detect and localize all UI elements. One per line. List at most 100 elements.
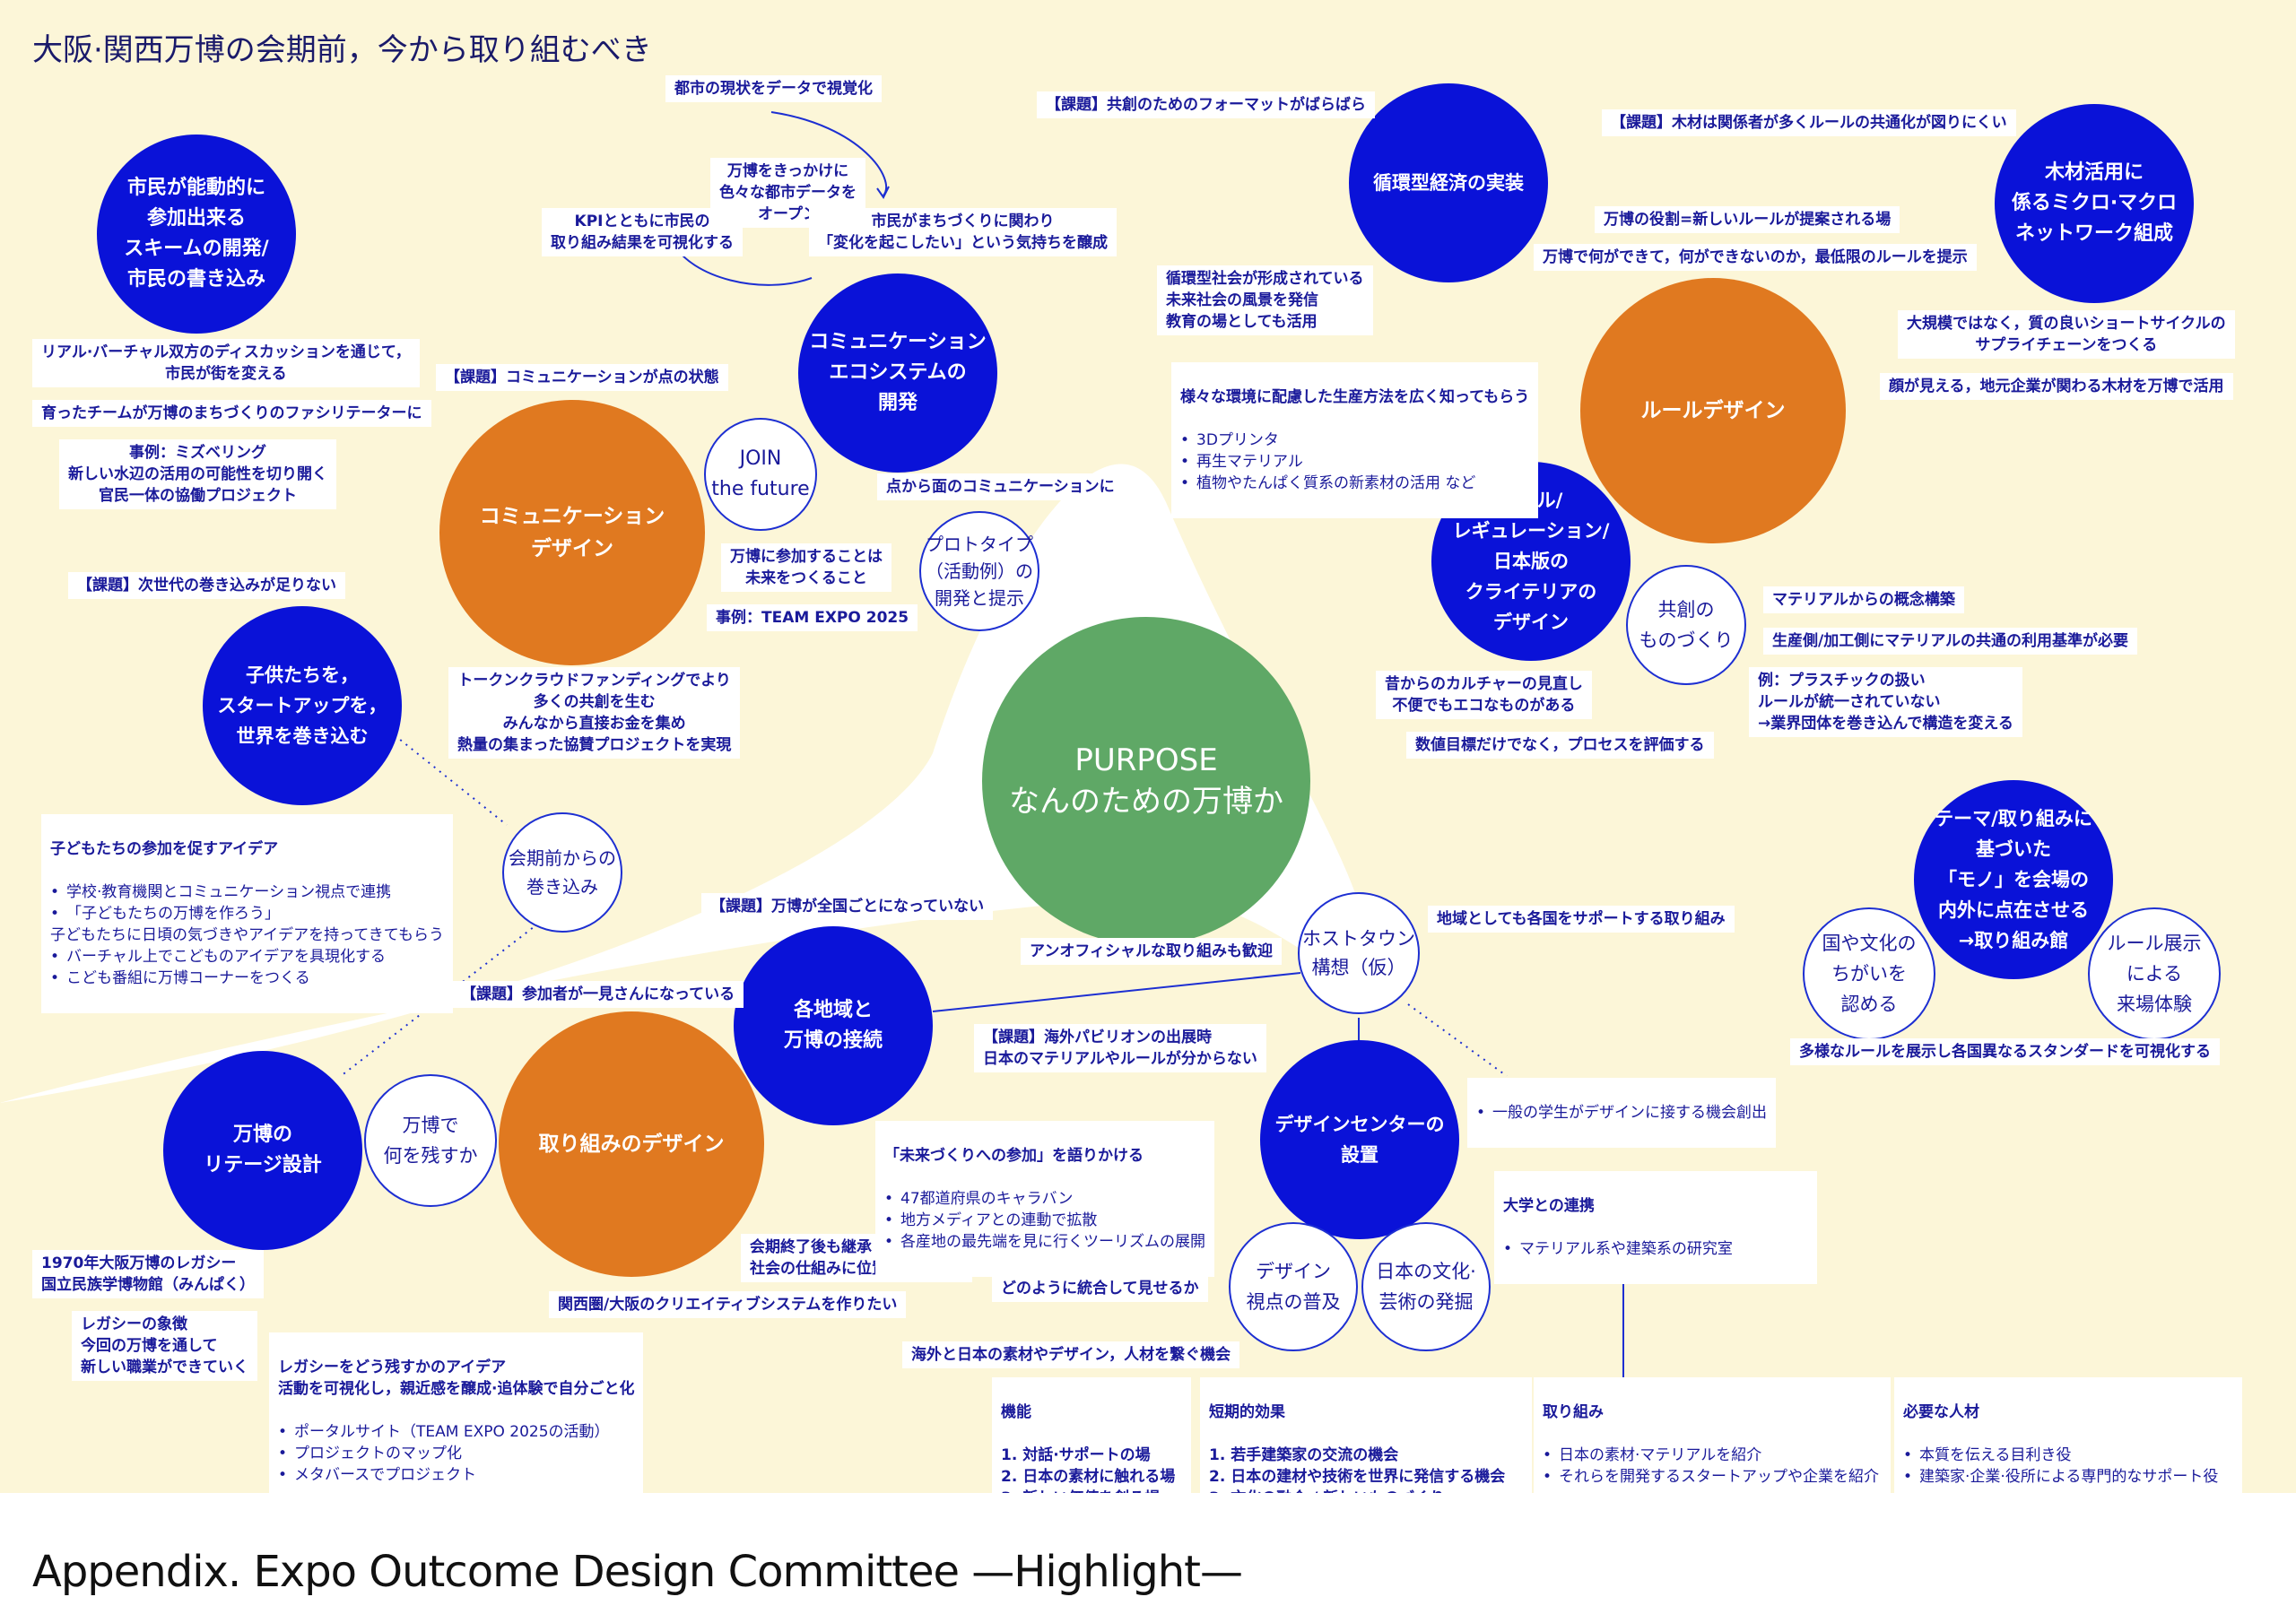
list-item: 一般の学生がデザインに接する機会創出 bbox=[1476, 1102, 1767, 1124]
comm-design-circle: コミュニケーション デザイン bbox=[439, 400, 705, 665]
list-item: 日本の素材·マテリアルを紹介 bbox=[1543, 1445, 1882, 1466]
wood-network-circle: 木材活用に 係るミクロ·マクロ ネットワーク組成 bbox=[1995, 104, 2194, 303]
team-facilitator-label: 育ったチームが万博のまちづくりのファシリテーターに bbox=[32, 400, 431, 427]
culture-difference-circle: 国や文化の ちがいを 認める bbox=[1803, 907, 1935, 1040]
pre-expo-circle: 会期前からの 巻き込み bbox=[502, 812, 622, 933]
list-item: 学校·教育機関とコミュニケーション視点で連携 bbox=[50, 881, 444, 903]
team-expo-case-label: 事例：TEAM EXPO 2025 bbox=[707, 604, 918, 631]
purpose-circle: PURPOSE なんのための万博か bbox=[982, 617, 1310, 945]
students-list: 一般の学生がデザインに接する機会創出 bbox=[1467, 1078, 1777, 1148]
talent-heading: 必要な人材 bbox=[1903, 1403, 1979, 1421]
future-making-list: 「未来づくりへの参加」を語りかける 47都道府県のキャラバン地方メディアとの連動… bbox=[875, 1121, 1215, 1277]
comm-ecosystem-circle: コミュニケーション エコシステムの 開発 bbox=[798, 273, 997, 473]
kansai-system-label: 関西圏/大阪のクリエイティブシステムを作りたい bbox=[549, 1291, 907, 1318]
production-heading: 様々な環境に配慮した生産方法を広く知ってもらう bbox=[1180, 388, 1530, 406]
future-making-heading: 「未来づくりへの参加」を語りかける bbox=[884, 1147, 1144, 1165]
footer-title: Appendix. Expo Outcome Design Committee … bbox=[32, 1547, 1243, 1597]
plastic-example-label: 例：プラスチックの扱い ルールが統一されていない →業界団体を巻き込んで構造を変… bbox=[1749, 667, 2022, 737]
expo-role-label: 万博の役割=新しいルールが提案される場 bbox=[1595, 206, 1900, 233]
list-item: プロジェクトのマップ化 bbox=[278, 1443, 634, 1464]
region-support-label: 地域としても各国をサポートする取り組み bbox=[1428, 906, 1735, 933]
list-item: 本質を伝える目利き役 bbox=[1903, 1445, 2233, 1466]
children-ideas-list: 子どもたちの参加を促すアイデア 学校·教育機関とコミュニケーション視点で連携「子… bbox=[41, 814, 453, 1013]
hometown-circle: ホストタウン 構想（仮） bbox=[1298, 892, 1420, 1014]
talent-list: 必要な人材 本質を伝える目利き役建築家·企業·役所による専門的なサポート役 bbox=[1894, 1377, 2242, 1493]
legacy-1970-label: 1970年大阪万博のレガシー 国立民族学博物館（みんぱく） bbox=[32, 1250, 264, 1298]
participant-issue-label: 【課題】参加者が一見さんになっている bbox=[452, 981, 744, 1008]
comm-issue-label: 【課題】コミュニケーションが点の状態 bbox=[436, 364, 728, 391]
wood-issue-label: 【課題】木材は関係者が多くルールの共通化が図りにくい bbox=[1602, 109, 2016, 136]
mizbering-label: 事例：ミズベリング 新しい水辺の活用の可能性を切り開く 官民一体の協働プロジェク… bbox=[59, 439, 336, 509]
what-to-remain-circle: 万博で 何を残すか bbox=[364, 1074, 497, 1207]
rules-visual-label: 多様なルールを展示し各国異なるスタンダードを可視化する bbox=[1790, 1038, 2220, 1065]
list-item: 47都道府県のキャラバン bbox=[884, 1188, 1205, 1210]
functions-list: 機能 1. 対話·サポートの場 2. 日本の素材に触れる場 3. 新しい価値を創… bbox=[992, 1377, 1191, 1493]
list-item: ポータルサイト（TEAM EXPO 2025の活動） bbox=[278, 1421, 634, 1443]
initiatives-list: 取り組み 日本の素材·マテリアルを紹介それらを開発するスタートアップや企業を紹介 bbox=[1534, 1377, 1891, 1493]
point-to-plane-label: 点から面のコミュニケーションに bbox=[877, 473, 1124, 500]
rule-design-circle: ルールデザイン bbox=[1580, 278, 1846, 543]
children-ideas-heading: 子どもたちの参加を促すアイデア bbox=[50, 840, 279, 858]
children-circle: 子供たちを， スタートアップを， 世界を巻き込む bbox=[203, 606, 402, 805]
circular-society-label: 循環型社会が形成されている 未来社会の風景を発信 教育の場としても活用 bbox=[1157, 265, 1373, 335]
token-crowdfunding-label: トークンクラウドファンディングでより 多くの共創を生む みんなから直接お金を集め… bbox=[448, 667, 741, 759]
theme-pavilion-circle: テーマ/取り組みに 基づいた 「モノ」を会場の 内外に点在させる →取り組み館 bbox=[1914, 780, 2113, 979]
prototype-circle: プロトタイプ （活動例）の 開発と提示 bbox=[919, 511, 1039, 631]
unofficial-label: アンオフィシャルな取り組みも歓迎 bbox=[1021, 938, 1282, 965]
diagram-canvas: 大阪·関西万博の会期前，今から取り組むべき PURPOSE なんのための万博か … bbox=[0, 0, 2296, 1493]
short-effects-list: 短期的効果 1. 若手建築家の交流の機会 2. 日本の建材や技術を世界に発信する… bbox=[1200, 1377, 1532, 1493]
list-item: 「子どもたちの万博を作ろう」 子どもたちに日頃の気づきやアイデアを持ってきてもら… bbox=[50, 903, 444, 946]
list-item: バーチャル上でこどものアイデアを具現化する bbox=[50, 946, 444, 968]
participate-future-label: 万博に参加することは 未来をつくること bbox=[721, 543, 891, 592]
short-effects-body: 1. 若手建築家の交流の機会 2. 日本の建材や技術を世界に発信する機会 3. … bbox=[1209, 1446, 1506, 1493]
citizen-scheme-circle: 市民が能動的に 参加出来る スキームの開発/ 市民の書き込み bbox=[97, 135, 296, 334]
cycle-top-label: 都市の現状をデータで視覚化 bbox=[665, 75, 882, 102]
legacy-design-circle: 万博の リテージ設計 bbox=[163, 1051, 362, 1250]
join-future-circle: JOIN the future bbox=[704, 418, 817, 531]
min-rules-label: 万博で何ができて，何ができないのか，最低限のルールを提示 bbox=[1534, 244, 1977, 271]
list-item: メタバースでプロジェクト bbox=[278, 1464, 634, 1486]
list-item: マテリアル系や建築系の研究室 bbox=[1503, 1238, 1808, 1260]
process-eval-label: 数値目標だけでなく，プロセスを評価する bbox=[1406, 732, 1714, 759]
initiative-design-circle: 取り組みのデザイン bbox=[499, 1011, 764, 1277]
design-center-circle: デザインセンターの 設置 bbox=[1260, 1040, 1459, 1239]
connect-overseas-label: 海外と日本の素材やデザイン，人材を繋ぐ機会 bbox=[902, 1341, 1240, 1368]
cycle-right-label: 市民がまちづくりに関わり 「変化を起こしたい」という気持ちを醸成 bbox=[809, 208, 1117, 256]
list-item: こども番組に万博コーナーをつくる bbox=[50, 968, 444, 989]
short-cycle-label: 大規模ではなく，質の良いショートサイクルの サプライチェーンをつくる bbox=[1898, 310, 2235, 359]
list-item: それらを開発するスタートアップや企業を紹介 bbox=[1543, 1466, 1882, 1488]
design-spread-circle: デザイン 視点の普及 bbox=[1229, 1222, 1358, 1351]
production-list: 様々な環境に配慮した生産方法を広く知ってもらう 3Dプリンタ再生マテリアル植物や… bbox=[1171, 362, 1539, 518]
legacy-ideas-list: レガシーをどう残すかのアイデア 活動を可視化し，親近感を醸成·追体験で自分ごと化… bbox=[269, 1332, 644, 1493]
page-title: 大阪·関西万博の会期前，今から取り組むべき bbox=[32, 32, 652, 68]
initiatives-heading: 取り組み bbox=[1543, 1403, 1604, 1421]
cocreation-circle: 共創の ものづくり bbox=[1626, 565, 1746, 685]
citizen-discussion-label: リアル·バーチャル双方のディスカッションを通じて， 市民が街を変える bbox=[32, 339, 420, 387]
cycle-left-label: KPIとともに市民の 取り組み結果を可視化する bbox=[542, 208, 743, 256]
legacy-symbol-label: レガシーの象徴 今回の万博を通して 新しい職業ができていく bbox=[72, 1311, 257, 1381]
next-gen-issue-label: 【課題】次世代の巻き込みが足りない bbox=[68, 572, 345, 599]
local-wood-label: 顔が見える，地元企業が関わる木材を万博で活用 bbox=[1880, 373, 2233, 400]
list-item: 建築家·企業·役所による専門的なサポート役 bbox=[1903, 1466, 2233, 1488]
university-list: 大学との連携 マテリアル系や建築系の研究室 bbox=[1494, 1171, 1817, 1284]
legacy-ideas-heading: レガシーをどう残すかのアイデア 活動を可視化し，親近感を醸成·追体験で自分ごと化 bbox=[278, 1358, 635, 1398]
format-issue-label: 【課題】共創のためのフォーマットがばらばら bbox=[1037, 91, 1375, 118]
functions-body: 1. 対話·サポートの場 2. 日本の素材に触れる場 3. 新しい価値を創る場 bbox=[1001, 1446, 1176, 1493]
dotted-lines bbox=[340, 734, 1508, 1077]
rule-exhibit-circle: ルール展示 による 来場体験 bbox=[2088, 907, 2221, 1040]
national-issue-label: 【課題】万博が全国ごとになっていない bbox=[701, 893, 994, 920]
material-standard-label: 生産側/加工側にマテリアルの共通の利用基準が必要 bbox=[1763, 628, 2138, 655]
circular-economy-circle: 循環型経済の実装 bbox=[1349, 83, 1548, 282]
list-item: 地方メディアとの連動で拡散 bbox=[884, 1210, 1205, 1231]
list-item: 各産地の最先端を見に行くツーリズムの展開 bbox=[884, 1231, 1205, 1253]
overseas-issue-label: 【課題】海外パビリオンの出展時 日本のマテリアルやルールが分からない bbox=[974, 1024, 1266, 1072]
short-effects-heading: 短期的効果 bbox=[1209, 1403, 1285, 1421]
japan-culture-circle: 日本の文化· 芸術の発掘 bbox=[1361, 1222, 1491, 1351]
regions-circle: 各地域と 万博の接続 bbox=[734, 926, 933, 1125]
list-item: 再生マテリアル bbox=[1180, 451, 1529, 473]
material-concept-label: マテリアルからの概念構築 bbox=[1763, 586, 1964, 613]
functions-heading: 機能 bbox=[1001, 1403, 1031, 1421]
list-item: 植物やたんぱく質系の新素材の活用 など bbox=[1180, 473, 1529, 494]
university-heading: 大学との連携 bbox=[1503, 1197, 1595, 1215]
connector-shape bbox=[0, 464, 1370, 1103]
